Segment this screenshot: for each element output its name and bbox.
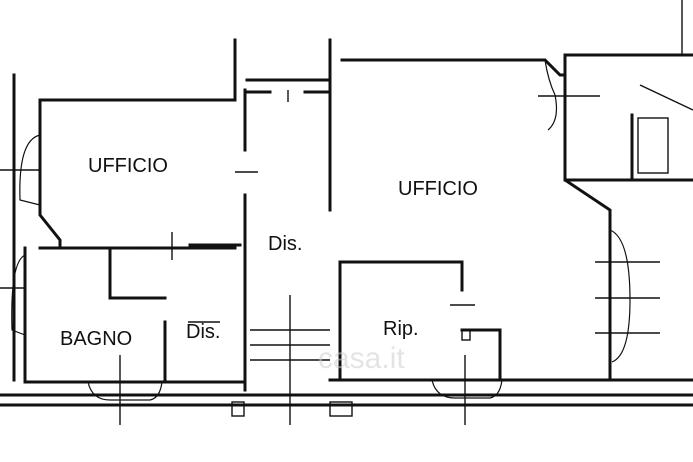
room-label-bagno: BAGNO xyxy=(60,328,132,350)
detail-lines xyxy=(0,0,693,425)
room-label-ufficio-right: UFFICIO xyxy=(398,178,478,200)
room-label-ufficio-left: UFFICIO xyxy=(88,155,168,177)
fixtures xyxy=(11,59,669,417)
room-label-rip: Rip. xyxy=(383,318,419,340)
interior-walls xyxy=(108,88,502,384)
room-label-dis-lower: Dis. xyxy=(186,321,220,343)
room-label-dis-upper: Dis. xyxy=(268,233,302,255)
room-labels: UFFICIO UFFICIO Dis. Dis. BAGNO Rip. xyxy=(60,155,478,350)
outer-walls xyxy=(0,38,693,407)
watermark-text: casa.it xyxy=(318,342,405,375)
